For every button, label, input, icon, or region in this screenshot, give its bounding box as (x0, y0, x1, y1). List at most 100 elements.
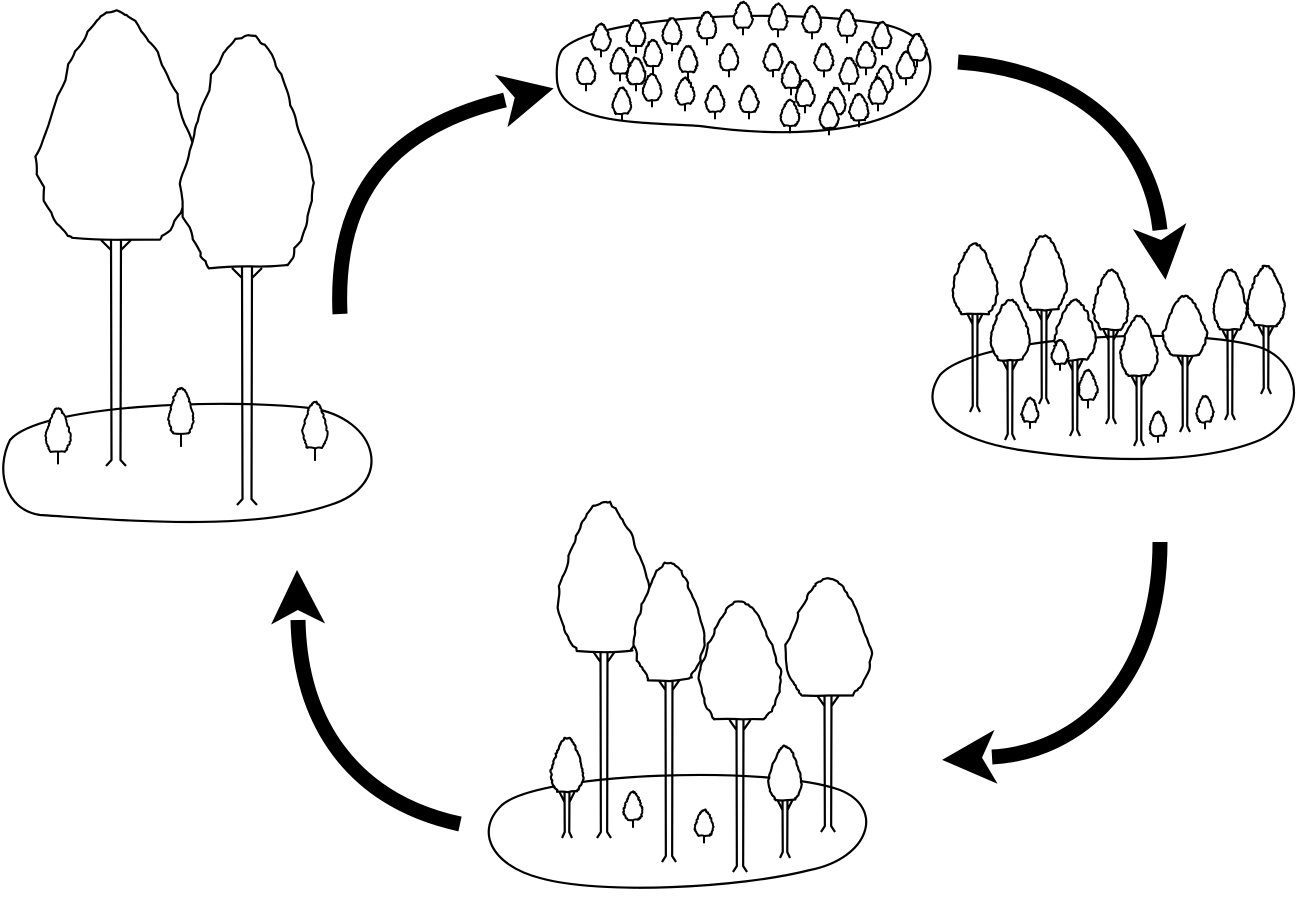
stage-mature-stand (2, 9, 373, 524)
trunk (1038, 301, 1050, 405)
crown (1212, 268, 1249, 332)
seedling (641, 72, 663, 108)
crown (784, 577, 874, 697)
crown (641, 72, 663, 102)
seedling (838, 56, 860, 92)
crown (855, 40, 877, 69)
pole-tree (989, 298, 1031, 441)
seedling (622, 790, 644, 828)
trunk (596, 643, 612, 839)
branch-fork (592, 651, 616, 663)
crown (697, 600, 783, 721)
seedling (609, 47, 631, 82)
seedling (767, 2, 789, 38)
crown (693, 808, 715, 838)
branch-fork (100, 239, 132, 251)
trunk (105, 231, 127, 467)
seedling (718, 43, 740, 78)
trunk (820, 687, 836, 833)
crown (838, 56, 860, 86)
arrow-pole-to-young (942, 541, 1168, 784)
seedling (762, 42, 784, 78)
crown (818, 100, 840, 130)
crown (590, 22, 612, 52)
seedling (1077, 368, 1099, 409)
crown (1246, 264, 1286, 328)
crown (609, 47, 631, 75)
pole-tree (1091, 268, 1130, 425)
seedling (1195, 394, 1215, 430)
crown (696, 10, 718, 40)
trunk (779, 791, 791, 859)
crown (989, 298, 1031, 362)
pole-tree (1246, 264, 1286, 395)
crown (767, 744, 803, 802)
pole-tree (1119, 314, 1159, 447)
crown (762, 42, 784, 72)
crown (779, 98, 801, 128)
young-tree (556, 500, 653, 839)
crown (871, 20, 893, 50)
branch-fork (1102, 329, 1120, 341)
crown (718, 43, 740, 72)
trunk (1004, 351, 1016, 441)
seedling (738, 84, 760, 120)
crown (1195, 394, 1215, 424)
seedling (895, 50, 917, 86)
pole-tree (1161, 294, 1209, 433)
branch-fork (816, 695, 840, 707)
crown (301, 400, 329, 450)
seedling (1050, 339, 1070, 371)
crown (1077, 368, 1099, 401)
crown (813, 42, 835, 72)
trunk (969, 305, 981, 413)
seedling (625, 18, 647, 54)
seedling (1019, 396, 1040, 429)
stage-regeneration-stand (555, 0, 932, 136)
crown (738, 84, 760, 114)
crown (895, 50, 917, 80)
seedling (871, 20, 893, 56)
seedling (906, 32, 928, 68)
seedling (779, 98, 801, 134)
seedling (801, 4, 823, 40)
small-tree (549, 736, 585, 839)
crown (732, 0, 754, 30)
seedling (813, 42, 835, 78)
crown (704, 84, 726, 114)
branch-fork (728, 719, 752, 731)
branch-fork (1130, 375, 1148, 387)
seedling (642, 38, 664, 74)
branch-fork (966, 313, 984, 325)
seedling (44, 407, 72, 465)
trunk (732, 711, 748, 873)
seedling (611, 86, 633, 122)
arrow-mature-to-regeneration (332, 74, 554, 315)
crown (556, 500, 653, 654)
young-tree (632, 561, 706, 863)
seedling (1148, 410, 1168, 443)
seedling (575, 56, 597, 92)
crown (847, 92, 870, 122)
young-tree (784, 577, 874, 833)
seedling (674, 76, 696, 112)
crown (1119, 314, 1159, 378)
crown (661, 17, 683, 46)
crown (1050, 339, 1070, 366)
seedling (794, 78, 816, 114)
trunk (1179, 347, 1191, 433)
crown (549, 736, 585, 794)
young-tree (697, 600, 783, 873)
seedling (780, 60, 802, 96)
small-tree (767, 744, 803, 859)
crown (178, 34, 315, 270)
crown (642, 38, 664, 68)
crown (1019, 234, 1068, 312)
crown (632, 561, 706, 683)
pole-tree (1212, 268, 1249, 421)
crown (1019, 396, 1040, 424)
branch-fork (1257, 325, 1275, 337)
mature-tree (34, 9, 195, 467)
seedling (818, 100, 840, 136)
